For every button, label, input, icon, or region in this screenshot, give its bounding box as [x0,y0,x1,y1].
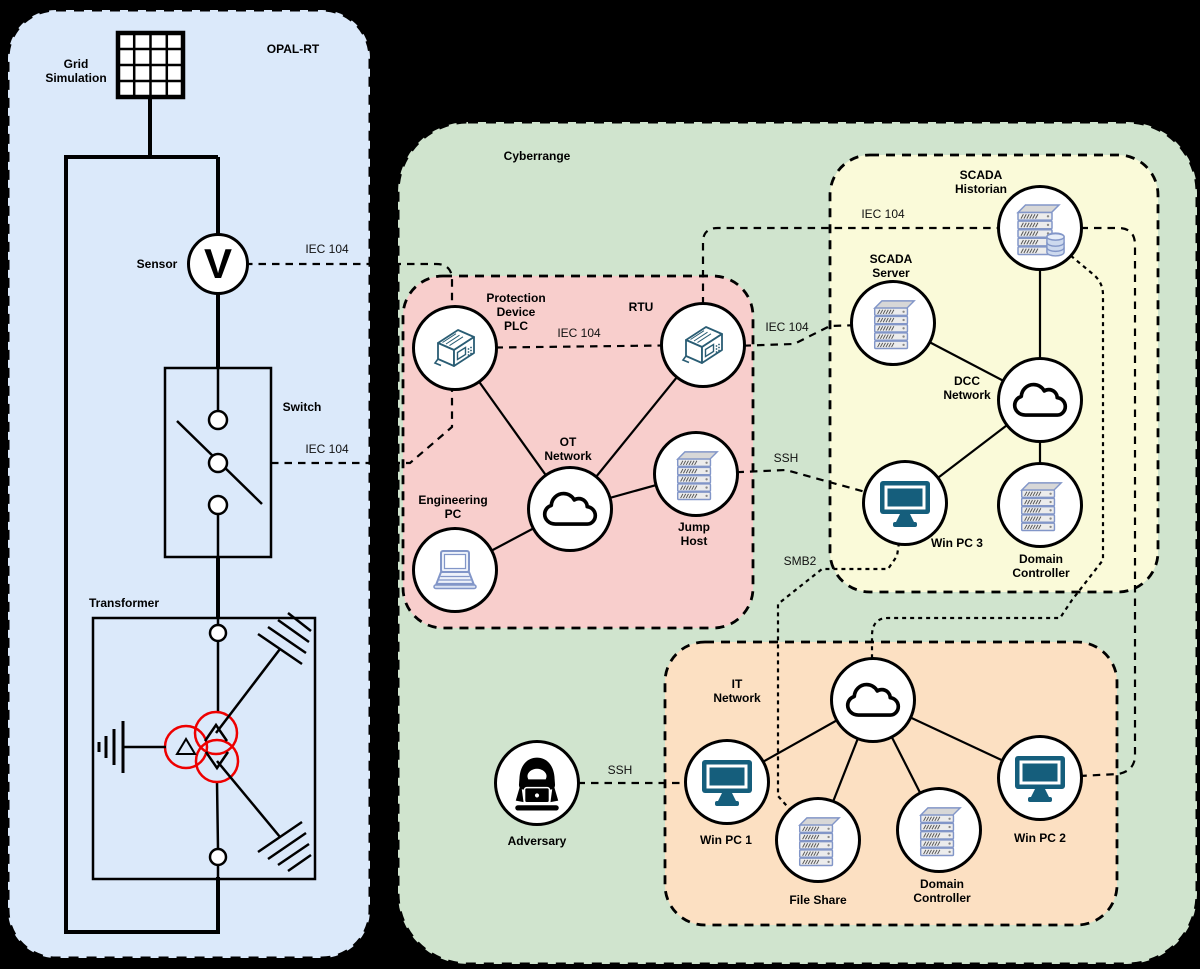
label-switch: Switch [282,400,322,414]
opal-rt-zone-box [6,8,372,960]
server-icon [792,812,844,868]
node-file-share [775,797,861,883]
node-plc [412,305,498,391]
conn-label-iec104-switch: IEC 104 [305,442,349,456]
external-grid-top [215,612,312,734]
conn-label-iec104-plc-rtu: IEC 104 [557,326,601,340]
external-grid-bottom [216,760,312,873]
label-win-pc-3: Win PC 3 [931,536,983,550]
label-grid-simulation: Grid Simulation [45,57,107,85]
ground-symbol [97,721,166,773]
grid-icon [115,30,186,100]
server-icon [670,446,722,502]
label-engineering-pc: Engineering PC [418,493,488,521]
node-dcc-domain-controller [997,462,1083,548]
label-file-share: File Share [789,893,847,907]
server-icon [867,295,919,351]
laptop-icon [427,549,483,591]
node-it-network [830,657,916,743]
delta-symbol [175,737,197,755]
cloud-icon [542,490,598,529]
label-dcc-network: DCC Network [943,374,991,402]
conn-label-ssh-jumphost: SSH [773,451,799,465]
node-jump-host [653,431,739,517]
conn-sensor-plc [218,262,454,348]
label-scada-server: SCADA Server [869,252,913,280]
hacker-icon [508,754,566,812]
node-ot-network [527,466,613,552]
node-adversary [494,740,580,826]
monitor-icon [1012,753,1068,803]
node-scada-server [850,280,936,366]
label-win-pc-1: Win PC 1 [700,833,752,847]
label-opal-rt: OPAL-RT [266,42,320,56]
sensor-gauge: V [187,233,249,295]
bus-wires [64,97,220,934]
label-rtu: RTU [628,300,654,314]
sensor-symbol: V [203,240,232,287]
label-sensor: Sensor [136,257,178,271]
label-adversary: Adversary [507,834,567,848]
power-circuit [64,30,317,934]
wye-symbol-bottom [204,751,230,771]
node-win-pc-3 [862,460,948,546]
transformer-symbol [91,612,317,881]
conn-label-iec104-sensor: IEC 104 [305,242,349,256]
conn-historian-winpc2 [1039,226,1137,780]
node-it-domain-controller [896,787,982,873]
server-database-icon [1017,204,1065,257]
conn-label-iec104-rtu-historian: IEC 104 [861,207,905,221]
plc-icon [676,318,730,372]
cloud-icon [1012,381,1068,420]
cloud-icon [845,681,901,720]
node-win-pc-1 [684,739,770,825]
node-win-pc-2 [997,735,1083,821]
label-win-pc-2: Win PC 2 [1014,831,1066,845]
switch-symbol [163,366,273,559]
node-scada-historian [997,185,1083,271]
label-it-domain-controller: Domain Controller [913,877,971,905]
conn-rtu-historian [701,226,1040,345]
label-scada-historian: SCADA Historian [954,168,1008,196]
label-transformer: Transformer [88,596,160,610]
label-cyberrange: Cyberrange [503,149,571,163]
label-dcc-domain-controller: Domain Controller [1012,552,1070,580]
node-rtu [660,302,746,388]
monitor-icon [877,478,933,528]
node-dcc-network [997,357,1083,443]
label-it-network: IT Network [713,677,761,705]
label-ot-network: OT Network [544,435,592,463]
conn-label-iec104-rtu-server: IEC 104 [765,320,809,334]
label-jump-host: Jump Host [677,520,711,548]
plc-icon [428,321,482,375]
conn-label-smb2: SMB2 [783,554,817,568]
label-plc: Protection Device PLC [486,291,546,333]
server-icon [1014,477,1066,533]
conn-historian-itcloud [870,229,1105,700]
monitor-icon [699,757,755,807]
server-icon [913,802,965,858]
wye-symbol-top [203,722,229,742]
conn-label-ssh-adversary: SSH [607,763,633,777]
node-engineering-pc [412,527,498,613]
